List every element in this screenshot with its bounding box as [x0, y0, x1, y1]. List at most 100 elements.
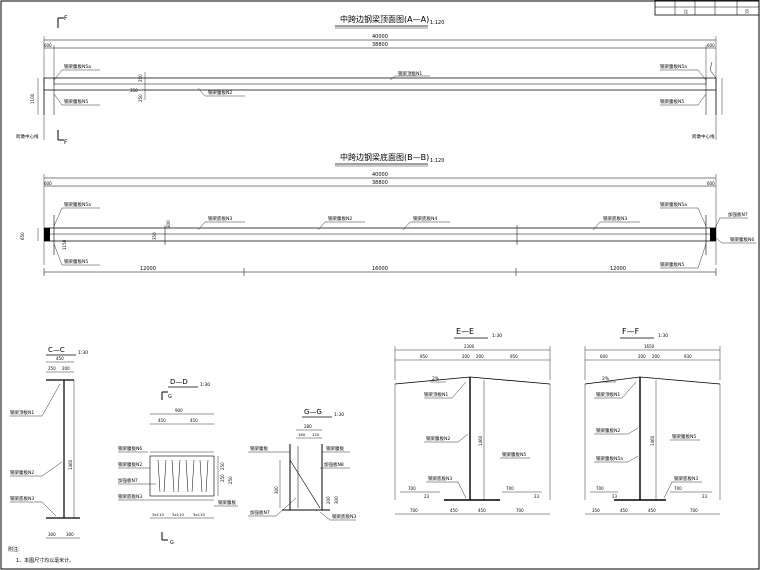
label: 加强板N7	[728, 211, 748, 218]
notes-line: 1、本图尺寸均以毫米计。	[16, 557, 74, 564]
dimension: 300	[166, 220, 171, 228]
dimension: 350	[130, 88, 138, 93]
view-title-cc: C—C	[48, 346, 65, 354]
label: 钢梁底板N3	[332, 513, 356, 520]
label: 钢梁腹板N5a	[660, 201, 687, 208]
dimension: 600	[600, 354, 608, 359]
dimension: 1460	[478, 435, 483, 446]
label: 钢梁腹板N5a	[64, 63, 91, 70]
view-aa: 中跨边钢梁顶面图(A—A) 1:120 F F 40000 38800 600 …	[16, 14, 723, 146]
label: 钢梁腹板N2	[10, 469, 34, 476]
label: 钢梁腹板N5	[672, 433, 696, 440]
label: 钢梁腹板N5a	[660, 63, 687, 70]
dimension: 12000	[140, 266, 156, 272]
label: 钢梁腹板N5	[660, 98, 684, 105]
dimension: 950	[510, 354, 518, 359]
slope-symbol: 23	[534, 494, 540, 499]
dimension: 12000	[610, 266, 626, 272]
view-scale-dd: 1:30	[200, 382, 210, 388]
dimension: 250	[138, 94, 143, 102]
view-scale-bb: 1:120	[430, 158, 444, 164]
dimension: 600	[44, 43, 52, 48]
dimension: 200	[462, 354, 470, 359]
dimension: 300	[334, 496, 339, 504]
end-stiffener	[44, 228, 50, 241]
label: 钢梁顶板N1	[424, 391, 448, 398]
view-title-gg: G—G	[304, 408, 322, 416]
dimension: 700	[674, 486, 682, 491]
dimension: 160	[298, 432, 306, 437]
label: 钢梁腹板N2	[328, 215, 352, 222]
dimension: 450	[450, 508, 458, 513]
dimension: 250	[138, 74, 143, 82]
label: 加强板N8	[324, 461, 344, 468]
end-stiffener	[710, 228, 716, 241]
label: 钢梁腹板N2	[208, 89, 232, 96]
dimension: 1650	[644, 344, 655, 349]
plate-outline	[149, 455, 215, 497]
dimension: 600	[707, 181, 715, 186]
section-ff: F—F 1:30 1650 600 200 200 930 1460 2% 35…	[584, 327, 721, 515]
label: 钢梁腹板	[218, 499, 236, 506]
dimension: 450	[620, 508, 628, 513]
dimension: 2300	[464, 344, 475, 349]
title-block-cell: 比	[684, 8, 688, 14]
dimension: 40000	[372, 34, 388, 40]
dimension: 120	[312, 432, 320, 437]
dimension: 1460	[650, 435, 655, 446]
label: 钢梁腹板N5a	[64, 201, 91, 208]
view-scale-ee: 1:30	[492, 333, 502, 339]
label: 钢梁底板N3	[10, 495, 34, 502]
dimension: 700	[596, 486, 604, 491]
dimension: 300	[48, 532, 56, 537]
label: 钢梁底板N3	[674, 475, 698, 482]
label: 钢梁腹板	[250, 445, 268, 452]
dimension: 300	[66, 532, 74, 537]
dimension: 250	[220, 462, 225, 470]
view-scale-gg: 1:30	[334, 412, 344, 418]
label: 钢梁腹板N6	[118, 445, 142, 452]
label: 钢梁底板N3	[118, 493, 142, 500]
dimension: 450	[190, 418, 198, 423]
dimension: 250	[220, 474, 225, 482]
dimension: 900	[175, 408, 183, 413]
label: 钢梁腹板N6	[730, 236, 754, 243]
section-gg: G—G 1:30 280 160 120 300 200 300 钢梁腹板 加强…	[248, 408, 356, 521]
dimension: 650	[20, 232, 25, 240]
dimension: 350	[592, 508, 600, 513]
label: 钢梁顶板N1	[596, 391, 620, 398]
dimension: 700	[408, 486, 416, 491]
dimension: 280	[304, 424, 312, 429]
dimension: 3x110	[193, 512, 205, 517]
label: 钢梁腹板N5	[64, 258, 88, 265]
dimension: 1460	[68, 459, 73, 470]
view-scale-aa: 1:120	[430, 20, 444, 26]
notes: 附注: 1、本图尺寸均以毫米计。	[8, 546, 74, 564]
view-scale-ff: 1:30	[658, 333, 668, 339]
label: 钢梁腹板N2	[596, 427, 620, 434]
title-block: 比 页	[654, 0, 760, 16]
section-dd: D—D 1:30 G G 900 450 450 250 250 250	[118, 378, 238, 546]
label: 加强板N7	[118, 477, 138, 484]
view-title-dd: D—D	[170, 378, 188, 386]
section-mark-f: F	[64, 15, 68, 22]
title-block-cell: 页	[745, 9, 749, 14]
dimension: 600	[707, 43, 715, 48]
dimension: 300	[274, 486, 279, 494]
dimension: 200	[638, 354, 646, 359]
dimension: 600	[44, 181, 52, 186]
dimension: 200	[652, 354, 660, 359]
notes-heading: 附注:	[8, 546, 20, 553]
label: 钢梁底板N3	[428, 475, 452, 482]
section-mark-f: F	[64, 139, 68, 146]
dimension: 250	[48, 366, 56, 371]
label: 钢梁腹板N5	[64, 98, 88, 105]
view-title-bb: 中跨边钢梁底面图(B—B)	[340, 152, 429, 162]
label: 钢梁底板N3	[208, 215, 232, 222]
dimension: 38800	[372, 42, 388, 48]
dimension: 16000	[372, 266, 388, 272]
section-mark-g: G	[168, 394, 172, 400]
section-ee: E—E 1:30 2300 950 200 200 950 1460 2% 70…	[394, 327, 551, 515]
dimension: 40000	[372, 172, 388, 178]
